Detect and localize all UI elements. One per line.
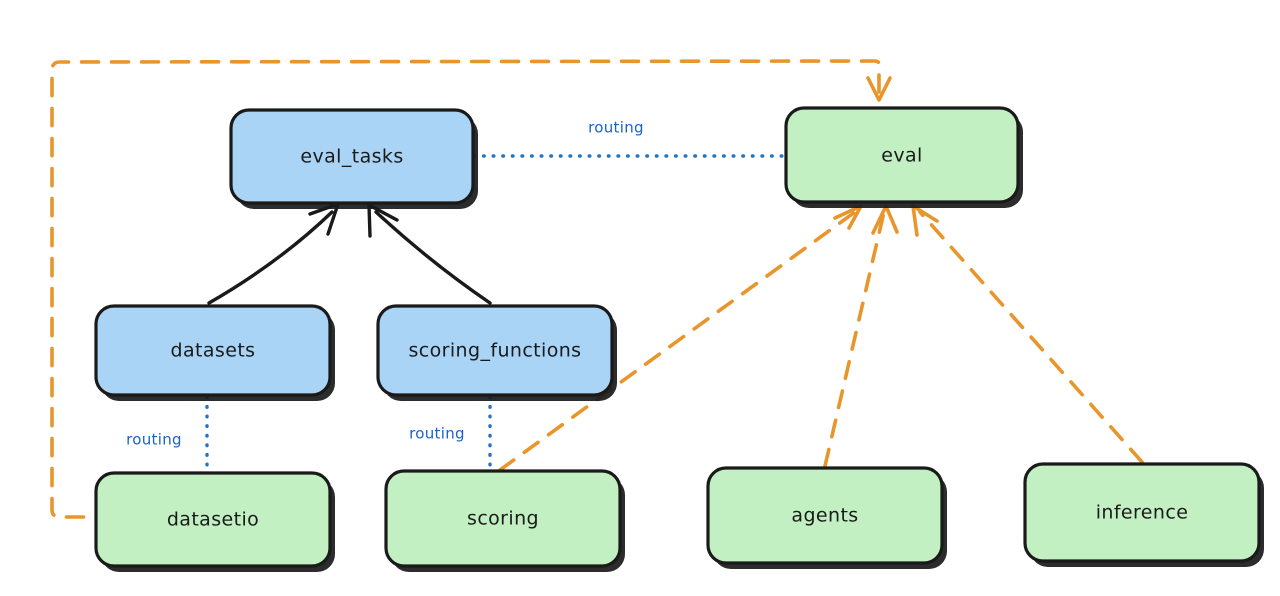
node-eval-tasks[interactable]: eval_tasks [229,108,478,209]
node-label-eval-tasks: eval_tasks [300,146,403,168]
edge-datasets-to-datasetio: routing [126,395,209,474]
edge-label-routing-datasetio: routing [126,431,182,449]
node-scoring[interactable]: scoring [384,469,625,572]
node-eval[interactable]: eval [784,106,1023,208]
arrowhead-eval-top [866,76,892,102]
edge-eval-tasks-to-eval: routing [472,119,786,158]
node-label-inference: inference [1096,502,1189,524]
edge-scoring-functions-to-scoring: routing [409,395,492,472]
edge-eval-to-datasetio [50,59,892,519]
node-datasetio[interactable]: datasetio [94,471,335,572]
edge-inference-to-eval [911,204,1144,464]
node-label-eval: eval [881,145,922,167]
node-label-agents: agents [791,505,858,527]
node-inference[interactable]: inference [1023,462,1264,567]
arrowhead-eval-bottom-2 [871,204,899,235]
node-label-scoring: scoring [467,508,539,530]
node-agents[interactable]: agents [706,466,947,569]
node-label-scoring-functions: scoring_functions [409,340,582,362]
arrowhead-eval-bottom-3 [911,204,939,237]
node-datasets[interactable]: datasets [94,304,335,401]
edge-agents-to-eval [823,204,899,468]
node-scoring-functions[interactable]: scoring_functions [376,304,617,401]
edge-label-routing-scoring: routing [409,425,465,443]
node-label-datasetio: datasetio [167,509,259,531]
node-label-datasets: datasets [171,340,256,362]
edge-datasets-to-eval-tasks [207,202,340,305]
edge-scoring-functions-to-eval-tasks [367,203,492,305]
edge-label-routing-eval: routing [588,119,644,137]
